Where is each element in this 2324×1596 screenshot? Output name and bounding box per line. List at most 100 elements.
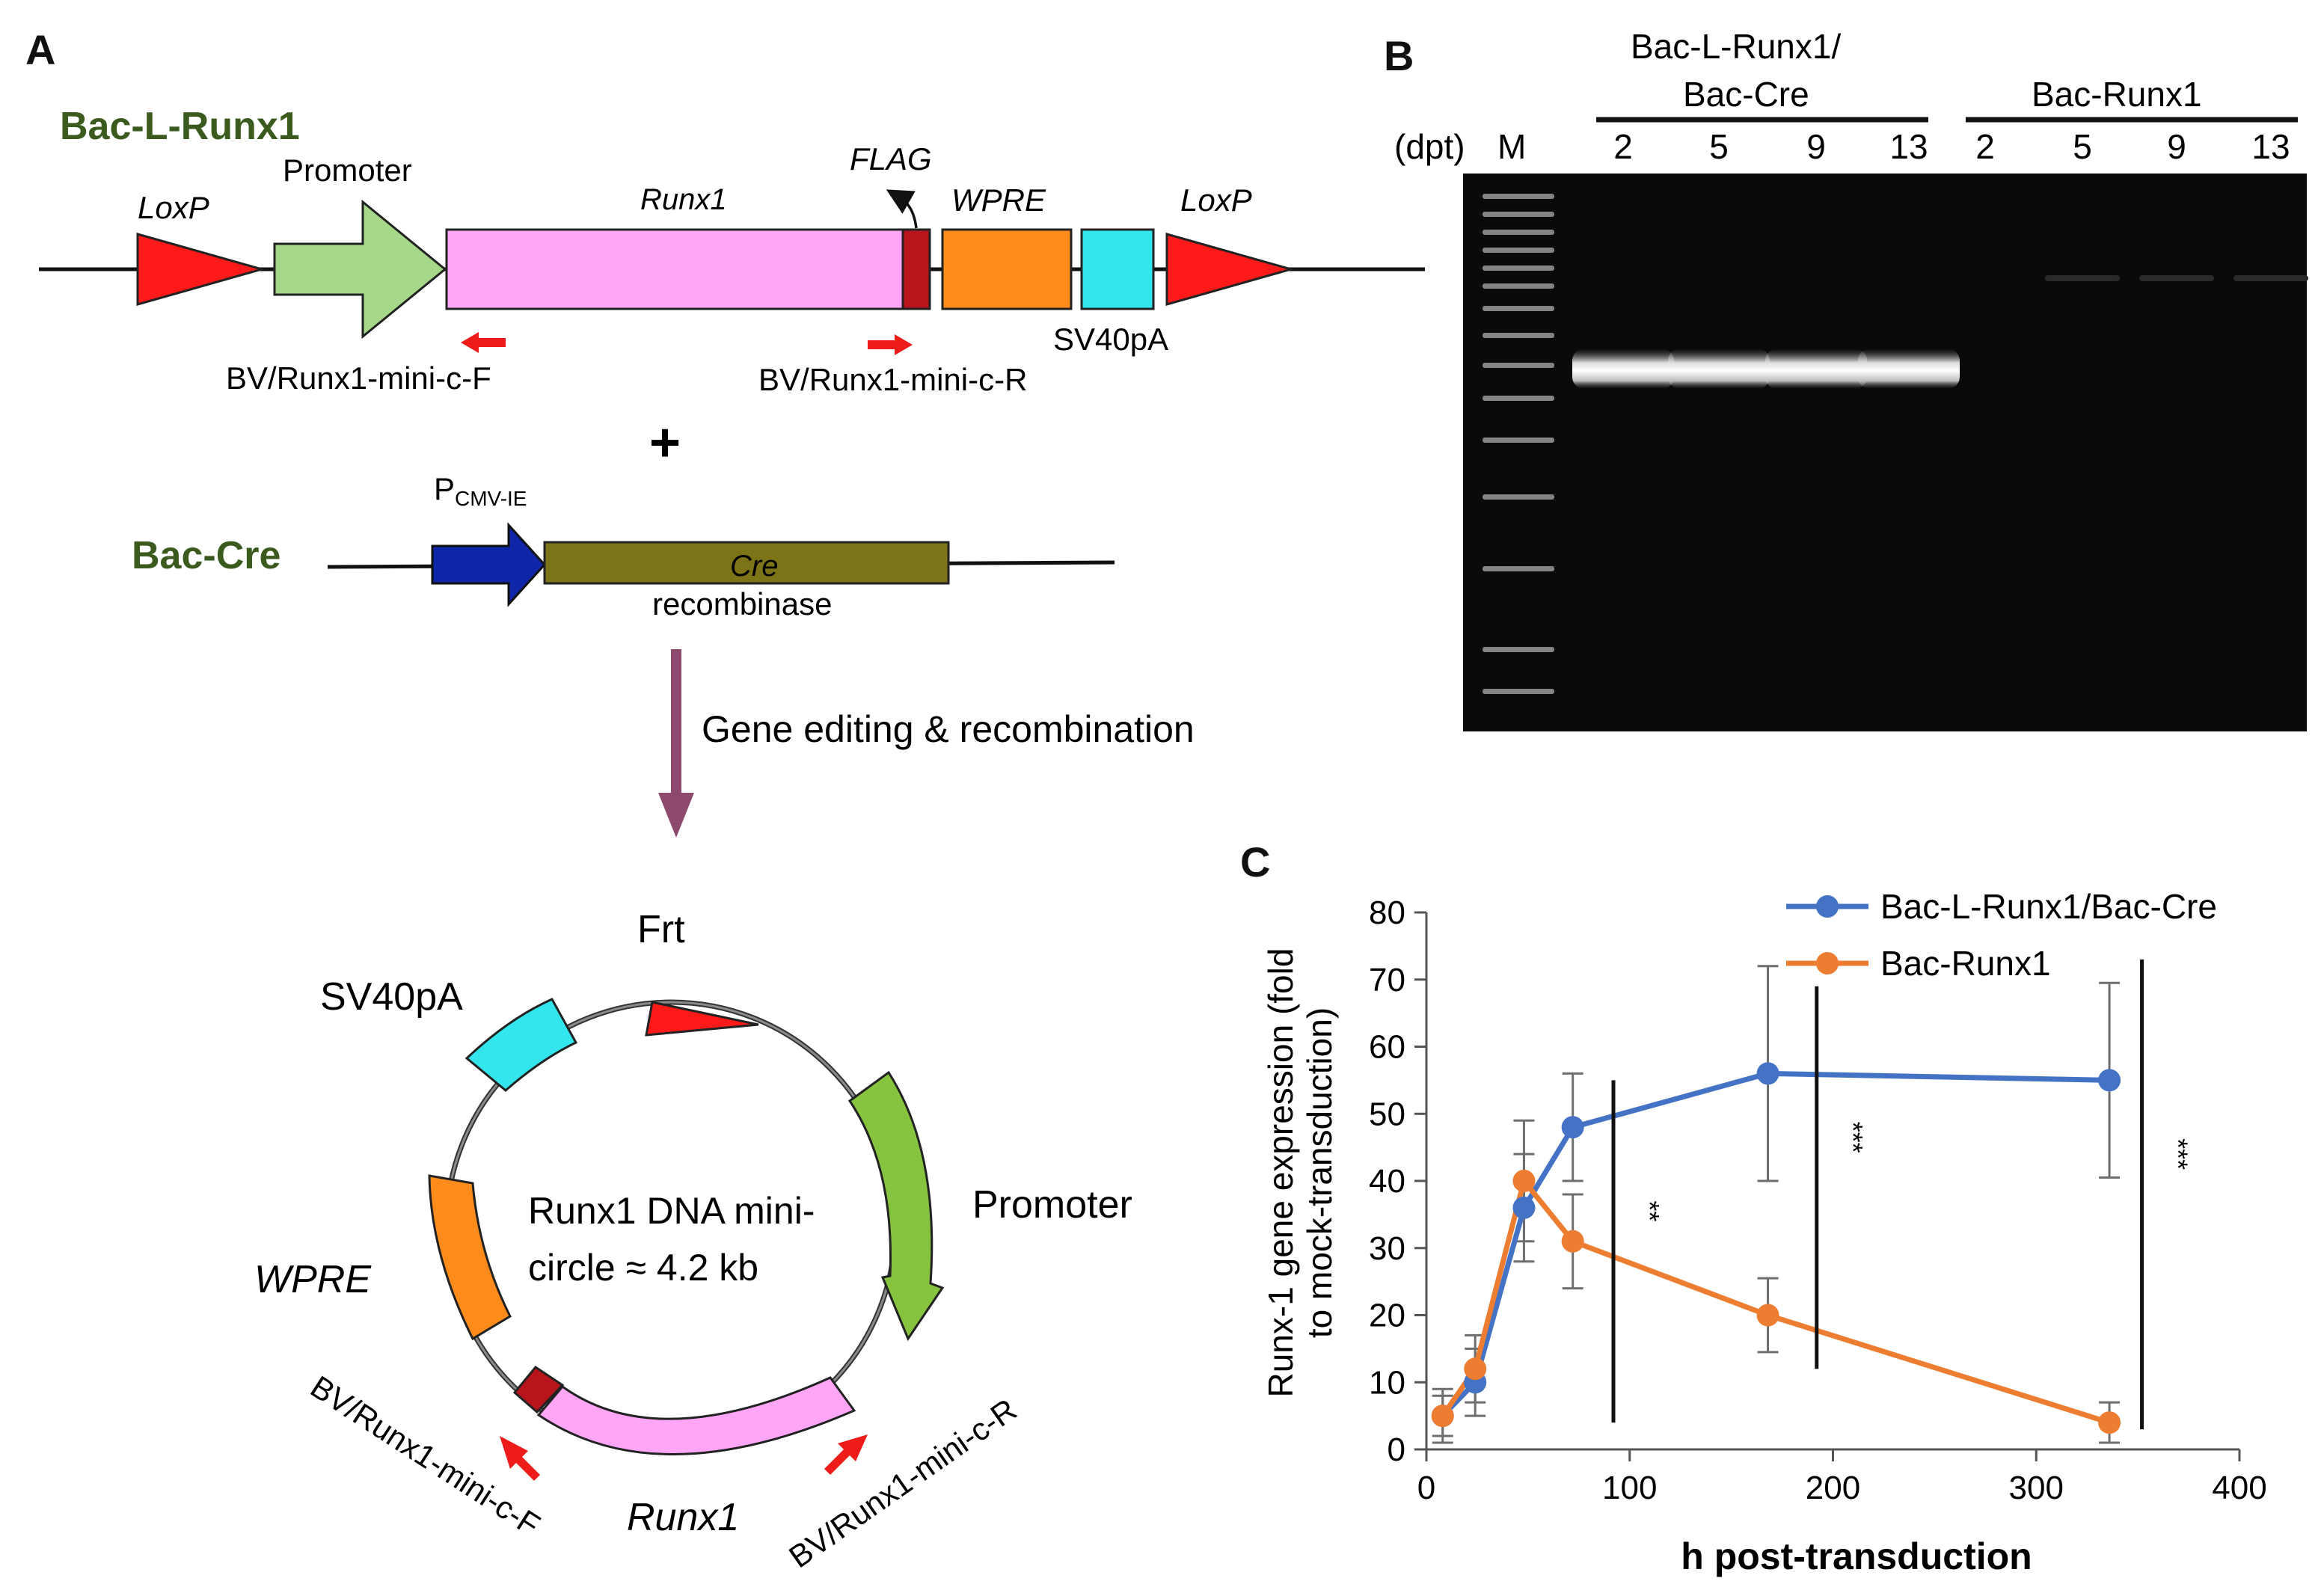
- chart-y-tick-label: 20: [1369, 1298, 1405, 1334]
- chart-y-tick-label: 80: [1369, 894, 1405, 931]
- gel-lane-label: 5: [2073, 127, 2092, 166]
- chart-data-point: [1561, 1116, 1584, 1139]
- gel-faint-band: [2233, 275, 2308, 281]
- construct-bac-cre-title: Bac-Cre: [132, 534, 280, 577]
- panel-c-label: C: [1240, 838, 1270, 886]
- wpre-label: WPRE: [951, 182, 1046, 218]
- chart-ylabel-line2: to mock-transduction): [1300, 1007, 1339, 1338]
- wpre-box: [941, 228, 1073, 310]
- minicircle-primer-f-arrow-icon: [500, 1436, 540, 1481]
- chart-data-point: [1756, 1062, 1779, 1085]
- gel-ladder-band: [1483, 363, 1554, 368]
- panel-b-label: B: [1384, 32, 1414, 79]
- chart-x-tick-label: 400: [2212, 1470, 2266, 1506]
- chart-data-point: [1561, 1230, 1584, 1253]
- chart-y-tick-label: 0: [1388, 1431, 1405, 1468]
- promoter-arrow-icon: [273, 199, 447, 340]
- minicircle-name-line2: circle ≈ 4.2 kb: [528, 1247, 758, 1289]
- gel-image: [1463, 174, 2307, 731]
- gel-lane-label: 9: [2167, 127, 2186, 166]
- minicircle-promoter-label: Promoter: [972, 1183, 1132, 1227]
- panel-b: B Bac-L-Runx1/ Bac-Cre Bac-Runx1 (dpt) M…: [1384, 27, 2308, 731]
- chart-x-tick-label: 0: [1417, 1470, 1435, 1506]
- chart-y-tick-label: 70: [1369, 962, 1405, 998]
- flag-label: FLAG: [850, 141, 932, 177]
- chart-data-point: [1512, 1196, 1536, 1219]
- cre-label: Cre: [730, 550, 778, 583]
- chart-xlabel: h post-transduction: [1681, 1535, 2032, 1577]
- gel-ladder-band: [1483, 438, 1554, 443]
- panel-a: A Bac-L-Runx1 LoxP Promoter Runx1 FLAG W…: [25, 26, 1425, 1574]
- chart-x-tick-label: 300: [2009, 1470, 2064, 1506]
- loxp-right-icon: [1165, 233, 1296, 306]
- gel-ladder-band: [1483, 266, 1554, 271]
- chart-data-point: [1464, 1357, 1487, 1381]
- gel-lane-label: 5: [1709, 127, 1729, 166]
- chart-data-point: [1756, 1304, 1779, 1327]
- minicircle-sv40pa-segment: [465, 998, 578, 1092]
- gel-pcr-band: [1572, 349, 1674, 389]
- gel-ladder-band: [1483, 212, 1554, 217]
- sv40pa-box: [1080, 228, 1155, 310]
- gel-ladder-band: [1483, 230, 1554, 235]
- gel-group2-label: Bac-Runx1: [2032, 75, 2202, 114]
- sv40pa-label: SV40pA: [1053, 322, 1168, 357]
- chart-y-tick-label: 10: [1369, 1364, 1405, 1401]
- pcmv-promoter-arrow-icon: [431, 522, 547, 607]
- gel-ladder-band: [1483, 396, 1554, 401]
- chart-y-tick-label: 60: [1369, 1029, 1405, 1066]
- chart-legend-swatch-marker: [1816, 895, 1839, 918]
- minicircle-runx1-segment: [536, 1376, 856, 1455]
- gel-ladder-band: [1483, 283, 1554, 289]
- chart-y-tick-label: 50: [1369, 1096, 1405, 1132]
- chart-x-tick-label: 100: [1602, 1470, 1657, 1506]
- gel-pcr-band: [1668, 349, 1770, 389]
- panel-a-label: A: [25, 26, 55, 73]
- gel-ladder-band: [1483, 566, 1554, 571]
- pcmv-label: PCMV-IE: [434, 471, 527, 510]
- chart-data-point: [1512, 1170, 1536, 1192]
- gel-faint-band: [2139, 275, 2214, 281]
- minicircle-wpre-segment: [428, 1174, 512, 1341]
- gel-marker-ladder: [1483, 194, 1554, 694]
- loxp-right-label: LoxP: [1180, 182, 1252, 218]
- process-label: Gene editing & recombination: [702, 708, 1195, 750]
- panel-c: C Runx-1 gene expression (fold to mock-t…: [1240, 838, 2267, 1577]
- gel-lane-label: 13: [2251, 127, 2290, 166]
- chart-legend-label: Bac-Runx1: [1880, 944, 2051, 983]
- chart-ylabel-line1: Runx-1 gene expression (fold: [1261, 948, 1300, 1398]
- minicircle-flag-segment: [512, 1365, 565, 1414]
- chart-significance-label: **: [1634, 1200, 1665, 1221]
- chart-significance-label: ***: [2163, 1138, 2194, 1170]
- plus-sign: +: [649, 413, 681, 473]
- gel-ladder-band: [1483, 689, 1554, 694]
- gel-lane-label: 9: [1806, 127, 1826, 166]
- gel-bands: [1572, 275, 2308, 389]
- cre-box: [543, 541, 950, 585]
- minicircle-frt-label: Frt: [637, 908, 685, 951]
- gel-marker-label: M: [1497, 127, 1526, 166]
- runx1-box: [445, 228, 904, 310]
- down-arrow-icon: [658, 793, 694, 838]
- gel-pcr-band: [1858, 349, 1960, 389]
- minicircle-frt-icon: [645, 1001, 759, 1037]
- chart-significance-label: ***: [1838, 1122, 1868, 1153]
- loxp-left-icon: [136, 233, 266, 306]
- gel-group1-line2: Bac-Cre: [1683, 75, 1809, 114]
- recombinase-label: recombinase: [652, 586, 832, 621]
- minicircle-promoter-segment: [847, 1070, 945, 1342]
- gel-pcr-band: [1765, 349, 1867, 389]
- chart-legend-swatch-marker: [1816, 952, 1839, 975]
- promoter-label: Promoter: [283, 153, 412, 188]
- minicircle-sv40pa-label: SV40pA: [320, 975, 463, 1019]
- gel-ladder-band: [1483, 306, 1554, 311]
- gel-ladder-band: [1483, 248, 1554, 253]
- chart-y-tick-label: 40: [1369, 1163, 1405, 1200]
- gel-group1-line1: Bac-L-Runx1/: [1631, 27, 1841, 66]
- gel-ladder-band: [1483, 494, 1554, 500]
- chart-data-point: [2098, 1411, 2121, 1434]
- flag-arrow-icon: [886, 189, 918, 229]
